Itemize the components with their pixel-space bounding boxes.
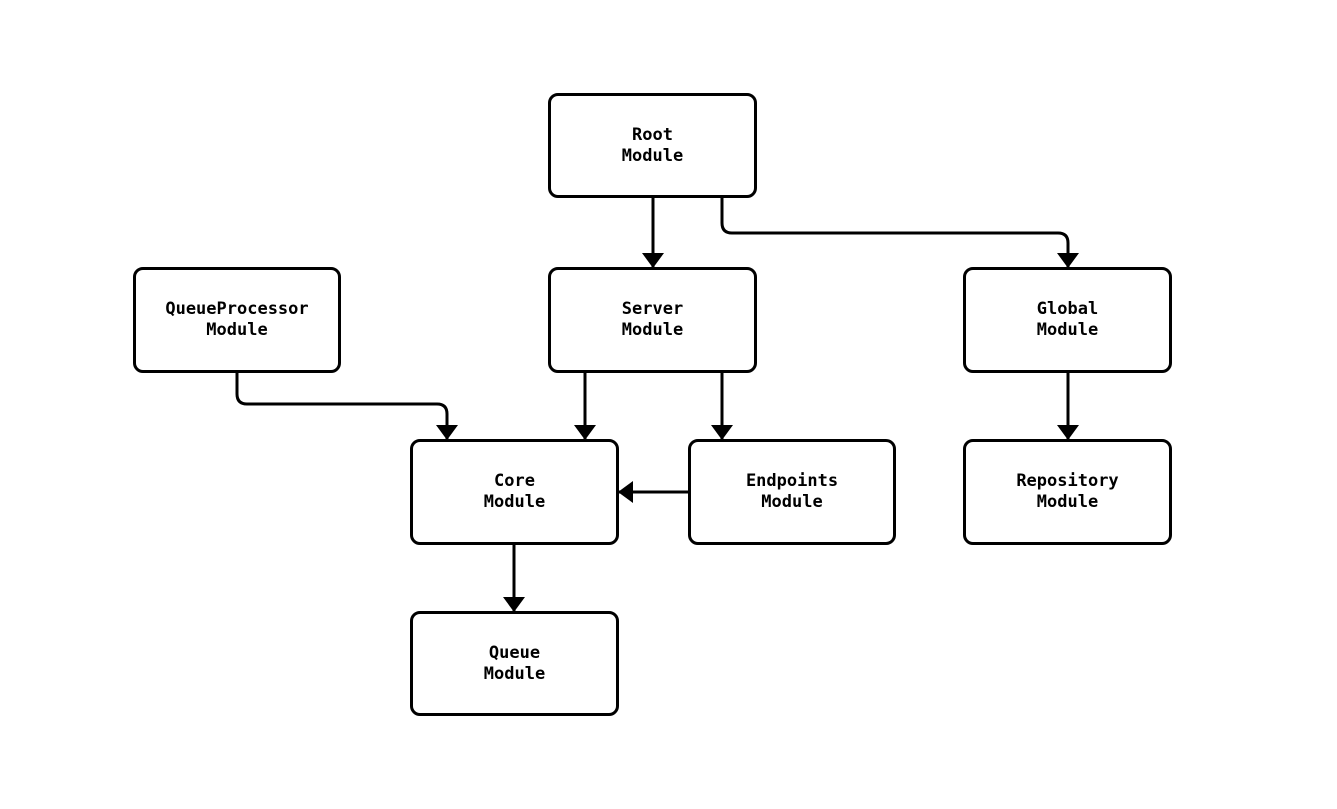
edge-root-to-global (720, 198, 1079, 268)
node-queue-processor-module: QueueProcessor Module (133, 267, 341, 373)
node-server-module: Server Module (548, 267, 757, 373)
node-label-line: Global (1036, 299, 1099, 319)
node-label-line: Endpoints (745, 471, 839, 491)
node-label-line: Server (621, 299, 684, 319)
node-label-line: Repository (1016, 471, 1119, 491)
node-global-module: Global Module (963, 267, 1172, 373)
node-endpoints-module: Endpoints Module (688, 439, 896, 545)
node-core-module: Core Module (410, 439, 619, 545)
node-label-line: Root (632, 124, 673, 145)
node-label-line: Module (1036, 492, 1099, 512)
node-label-line: Queue (488, 642, 541, 663)
node-queue-module: Queue Module (410, 611, 619, 716)
node-label-line: Module (761, 492, 823, 512)
node-label-line: Module (483, 492, 546, 512)
edge-queue-processor-to-core (235, 373, 458, 440)
node-label-line: Module (206, 320, 268, 340)
node-label-line: Module (621, 320, 684, 340)
node-label-line: Module (621, 145, 684, 166)
node-label-line: Module (1036, 320, 1099, 340)
node-repository-module: Repository Module (963, 439, 1172, 545)
node-root-module: Root Module (548, 93, 757, 198)
node-label-line: QueueProcessor (165, 299, 309, 319)
node-label-line: Module (483, 663, 546, 684)
node-label-line: Core (494, 471, 535, 491)
